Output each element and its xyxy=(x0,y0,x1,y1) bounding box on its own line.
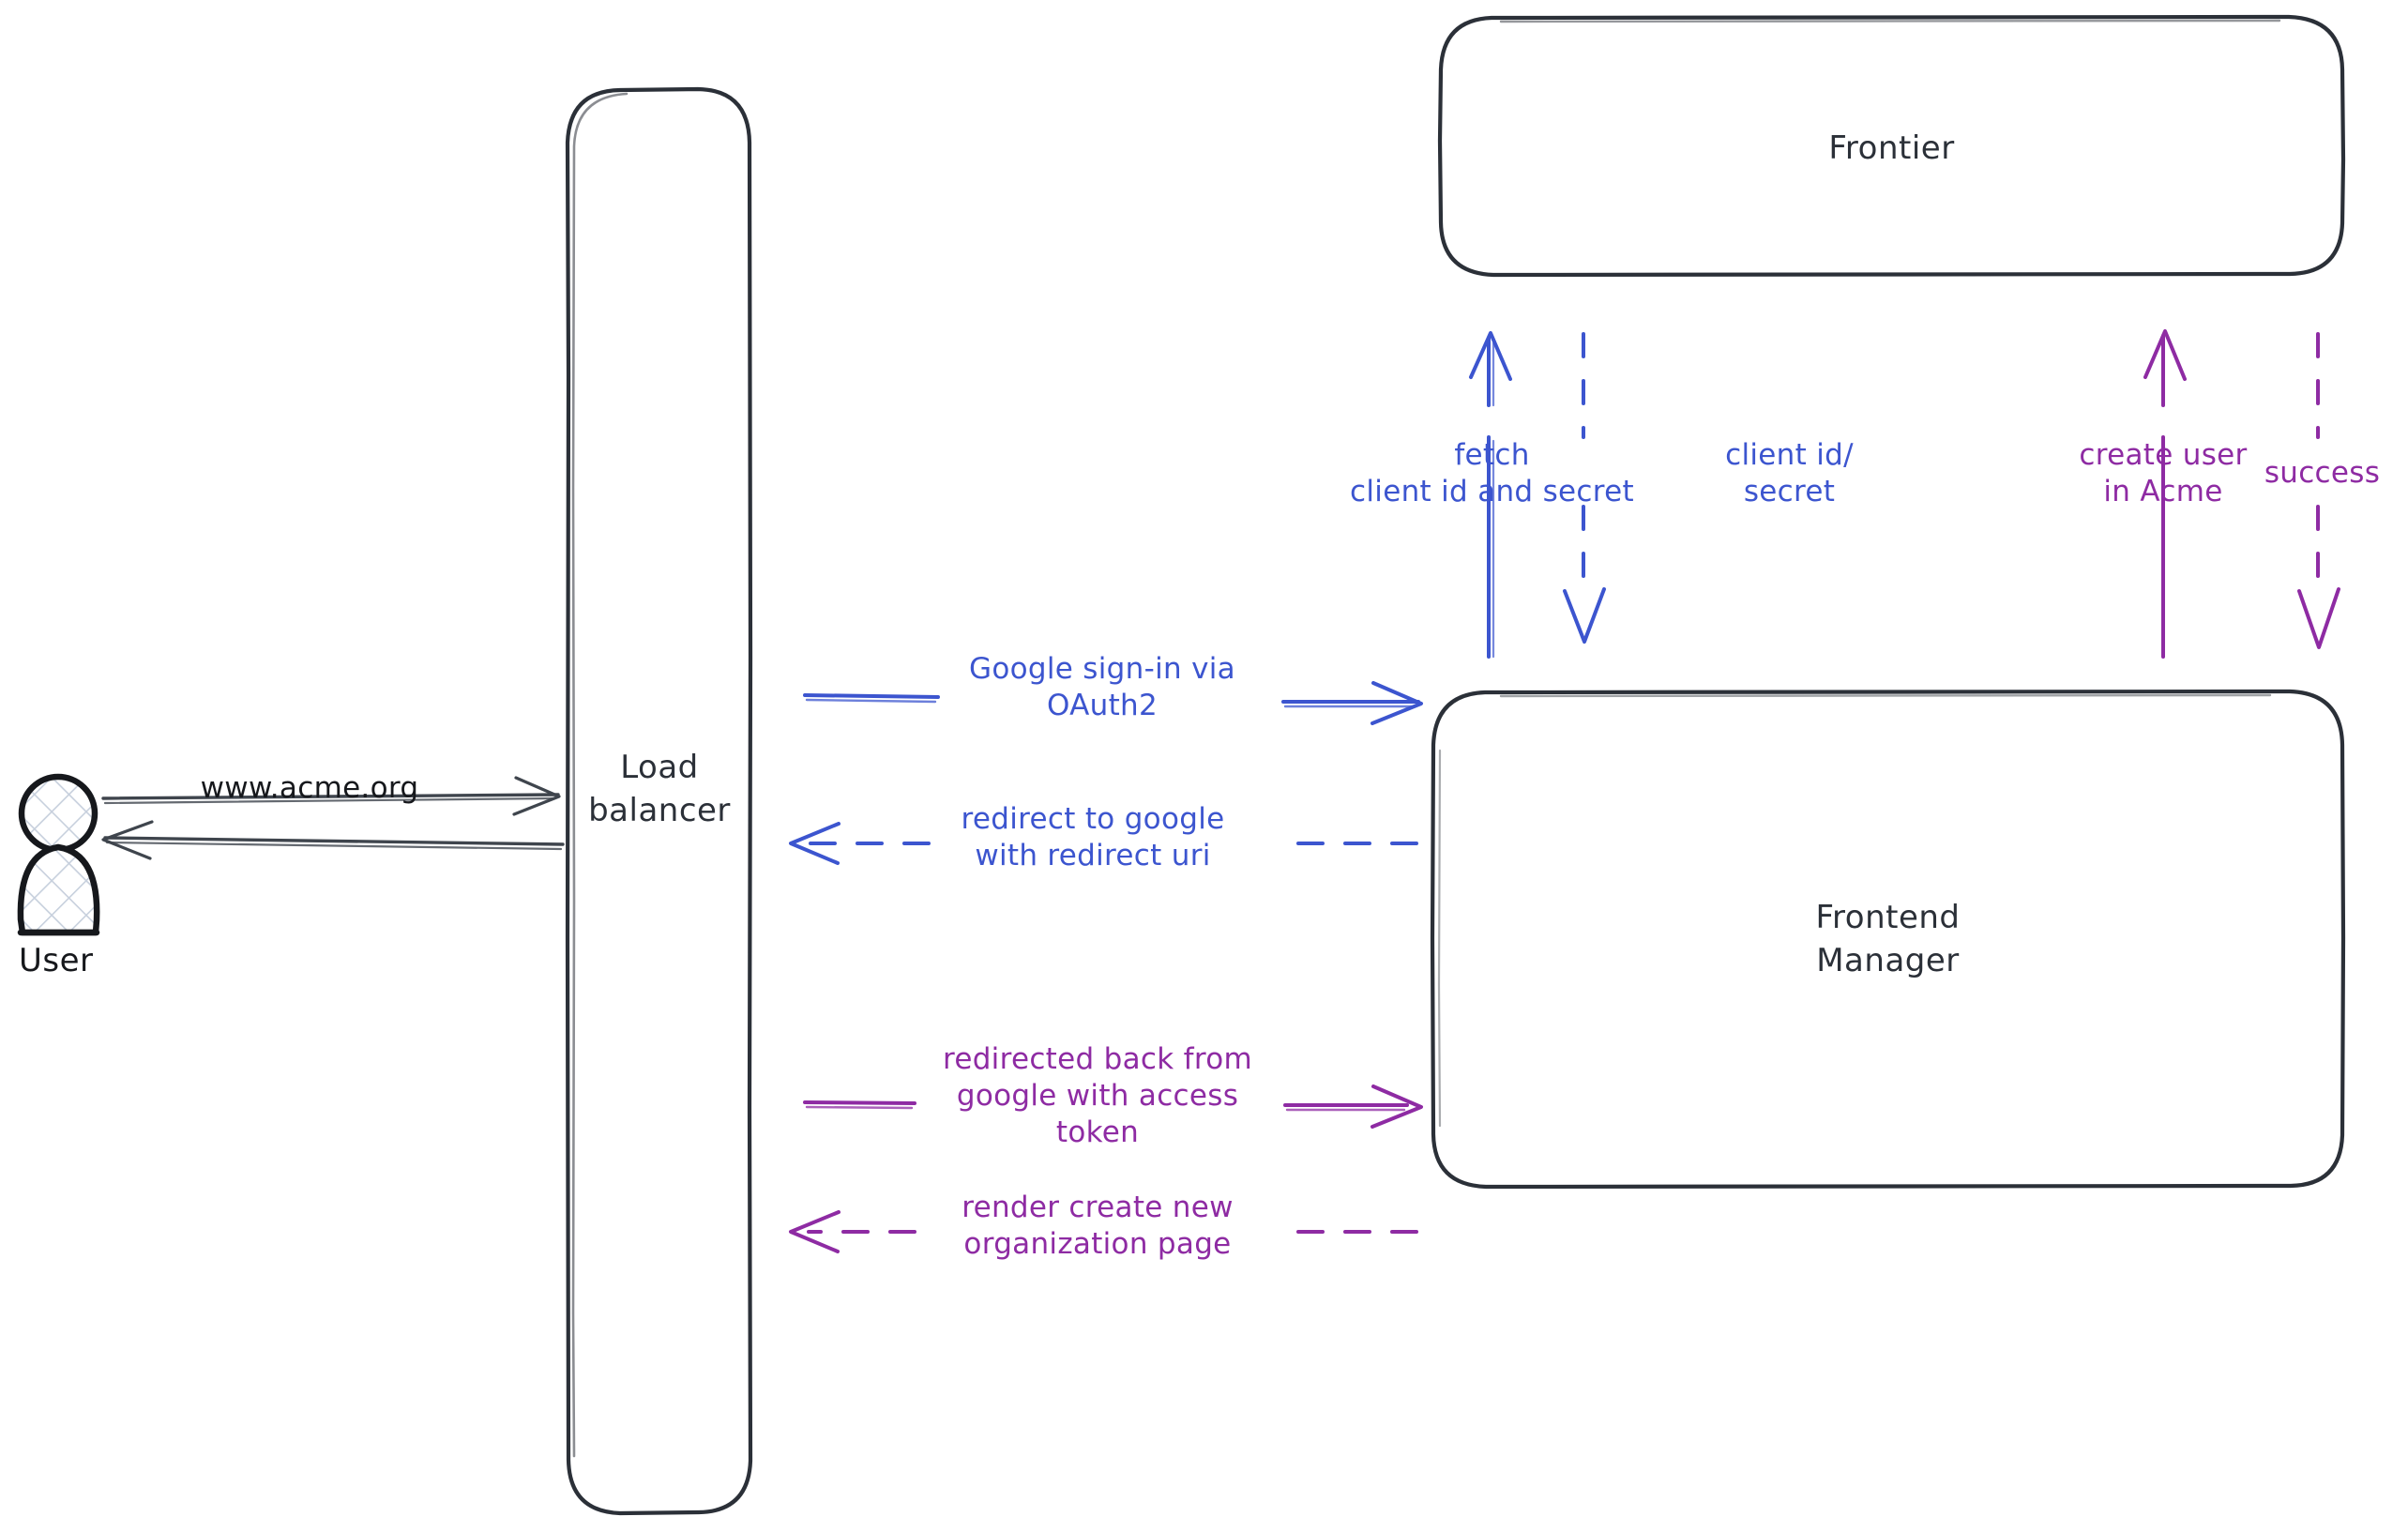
node-frontier[interactable] xyxy=(1437,14,2346,278)
edge-label-client-id-secret: client id/ secret xyxy=(1725,438,1854,508)
edge-label-redirected-back-with-token: redirected back from google with access … xyxy=(942,1042,1253,1149)
edge-user-to-load-balancer xyxy=(101,776,561,816)
edge-label-redirect-to-google: redirect to google with redirect uri xyxy=(961,802,1225,872)
edge-label-render-create-organization: render create new organization page xyxy=(962,1191,1234,1261)
node-load-balancer[interactable] xyxy=(565,86,753,1516)
edge-redirect-to-google xyxy=(789,822,1418,865)
edge-create-user-in-acme xyxy=(2143,329,2187,659)
user-person-icon[interactable] xyxy=(17,773,100,936)
edge-render-create-organization xyxy=(789,1210,1418,1253)
edge-label-create-user-in-acme: create user in Acme xyxy=(2079,438,2248,508)
edge-label-fetch-client-id-and-secret: fetch client id and secret xyxy=(1350,438,1634,508)
edge-fetch-client-id-and-secret xyxy=(1469,331,1512,659)
node-frontend-manager[interactable] xyxy=(1430,689,2346,1190)
edge-label-success: success xyxy=(2264,456,2381,490)
edge-label-www-acme-org: www.acme.org xyxy=(200,771,419,805)
edge-google-signin-oauth2 xyxy=(803,681,1423,725)
edge-success xyxy=(2297,332,2340,649)
edge-label-google-signin-oauth2: Google sign-in via OAuth2 xyxy=(969,652,1235,722)
edge-redirected-back-with-token xyxy=(803,1085,1423,1129)
edge-client-id-secret xyxy=(1563,332,1606,644)
edge-load-balancer-to-user xyxy=(101,820,565,860)
user-actor-label: User xyxy=(19,942,94,979)
